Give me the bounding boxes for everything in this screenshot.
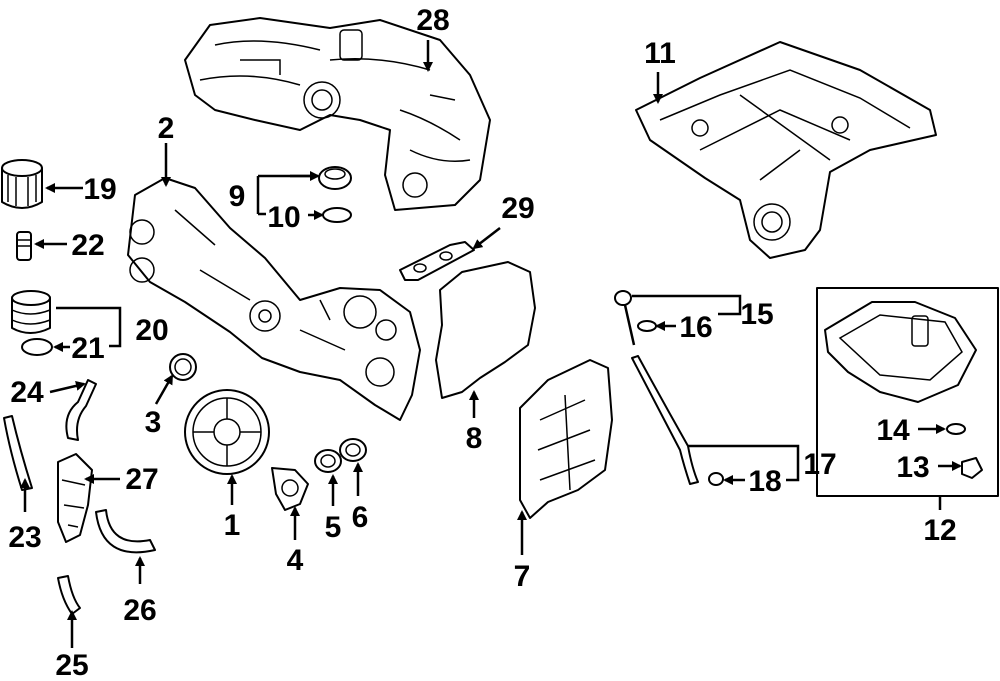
callout-16: 16 <box>679 311 712 344</box>
lower-oil-pan <box>824 301 977 403</box>
drain-plug <box>961 457 983 479</box>
callout-2: 2 <box>158 112 175 145</box>
intake-gasket <box>399 241 475 281</box>
callout-12: 12 <box>923 514 956 547</box>
callout-5: 5 <box>325 511 342 544</box>
drain-plug-gasket <box>946 423 966 435</box>
callout-7: 7 <box>514 560 531 593</box>
seal-5 <box>314 449 342 473</box>
callout-8: 8 <box>466 422 483 455</box>
tube-o-ring <box>708 472 724 486</box>
callout-6: 6 <box>352 501 369 534</box>
camshaft-sensor <box>271 467 309 511</box>
callout-14: 14 <box>876 414 910 447</box>
callout-23: 23 <box>8 521 41 554</box>
seal-6 <box>339 438 367 462</box>
callout-3: 3 <box>145 406 162 439</box>
callout-17: 17 <box>803 448 836 481</box>
callout-10: 10 <box>267 201 300 234</box>
callout-21: 21 <box>71 332 104 365</box>
crankshaft-pulley <box>184 389 270 475</box>
hose-24 <box>65 379 97 441</box>
side-cover <box>519 359 613 519</box>
callout-25: 25 <box>55 649 88 681</box>
oil-filter <box>1 159 43 209</box>
oil-cooler <box>11 290 51 334</box>
callout-22: 22 <box>71 229 104 262</box>
callout-11: 11 <box>644 37 676 70</box>
hose-23 <box>3 415 33 491</box>
bypass-hose <box>95 509 156 554</box>
oil-filler-cap <box>318 166 352 190</box>
callout-labels: 1 2 3 4 5 6 7 8 9 10 11 12 13 14 15 16 1… <box>8 4 956 681</box>
dipstick-tube <box>631 355 699 485</box>
callout-9: 9 <box>229 180 246 213</box>
dipstick-o-ring <box>637 320 657 332</box>
callout-28: 28 <box>416 4 449 37</box>
callout-13: 13 <box>896 451 929 484</box>
crankshaft-seal <box>169 353 197 381</box>
callout-26: 26 <box>123 594 156 627</box>
leader-lines <box>20 40 962 648</box>
intake-manifold <box>184 17 491 211</box>
oil-cooler-o-ring <box>21 338 53 356</box>
callout-15: 15 <box>740 298 773 331</box>
callout-20: 20 <box>135 314 168 347</box>
callout-4: 4 <box>287 544 304 577</box>
callout-27: 27 <box>125 463 158 496</box>
oil-pan-group-box <box>816 287 999 497</box>
timing-cover <box>127 177 421 421</box>
water-pipe-assembly <box>57 453 93 543</box>
upper-oil-pan <box>635 41 937 259</box>
callout-24: 24 <box>10 376 44 409</box>
callout-1: 1 <box>224 509 241 542</box>
filler-cap-seal <box>322 207 352 223</box>
callout-29: 29 <box>501 192 534 225</box>
hose-25 <box>57 575 81 615</box>
oil-filter-fitting <box>16 231 32 261</box>
callout-19: 19 <box>83 173 116 206</box>
dipstick <box>614 290 636 346</box>
timing-cover-gasket <box>435 261 536 399</box>
callout-18: 18 <box>748 465 781 498</box>
